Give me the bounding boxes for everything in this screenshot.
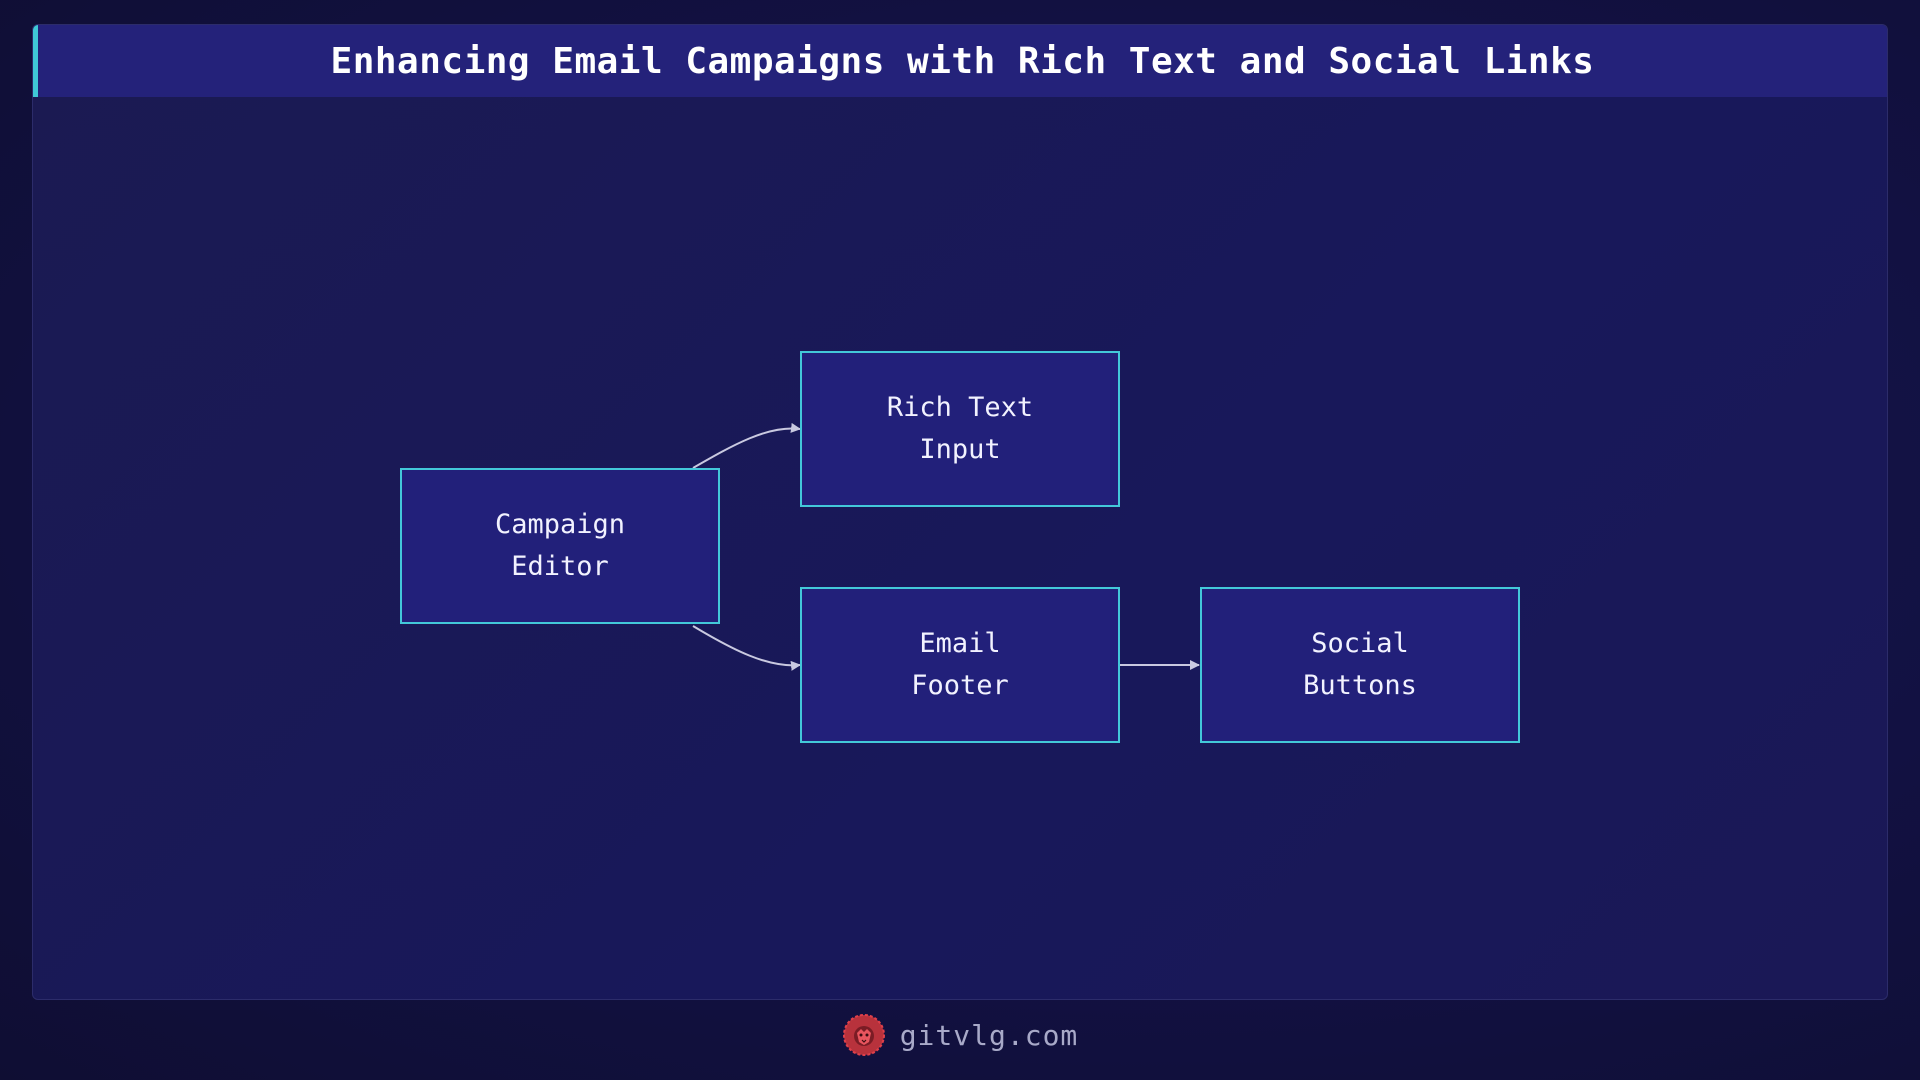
node-rich-text-input: Rich Text Input [800,351,1120,507]
node-label: Campaign Editor [494,509,626,582]
footer-site: gitvlg.com [899,1018,1079,1052]
edge-layer [692,422,1200,671]
node-social-buttons: Social Buttons [1200,587,1520,743]
diagram-panel: Enhancing Email Campaigns with Rich Text… [32,24,1888,1000]
title-bar: Enhancing Email Campaigns with Rich Text… [33,25,1887,97]
node-label: Social Buttons [1303,628,1417,701]
node-label: Rich Text Input [886,392,1034,465]
lion-head-icon [842,1014,885,1056]
page-title: Enhancing Email Campaigns with Rich Text… [330,40,1595,82]
node-campaign-editor: Campaign Editor [400,468,720,624]
footer: gitvlg.com [0,1010,1920,1060]
flow-diagram: Campaign Editor Rich Text Input Email Fo… [33,25,1887,999]
node-email-footer: Email Footer [800,587,1120,743]
edge-campaign-editor-to-email-footer [692,625,801,671]
edge-campaign-editor-to-rich-text-input [692,422,801,469]
node-label: Email Footer [911,628,1009,701]
